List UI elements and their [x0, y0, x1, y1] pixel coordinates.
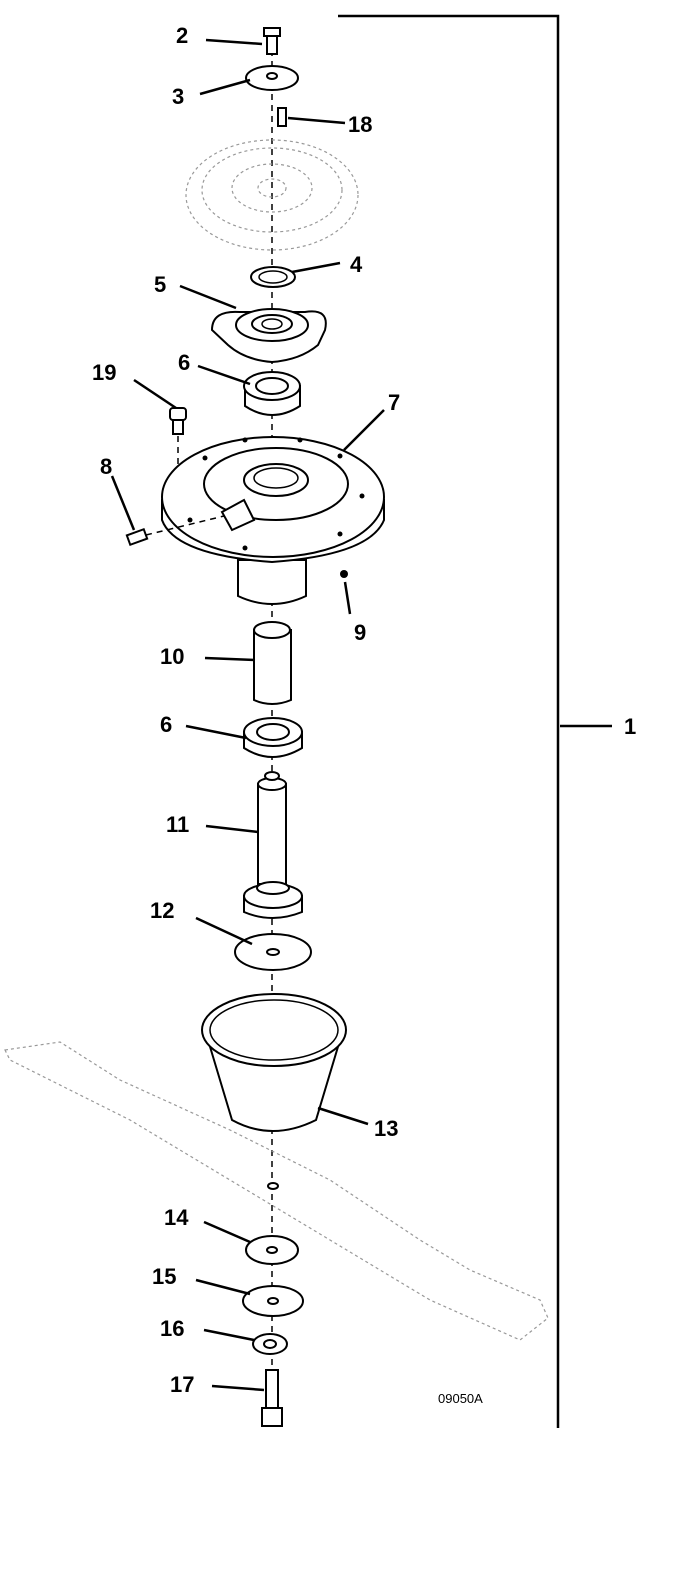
callout-6b: 6 — [160, 712, 172, 737]
part-spindle-shaft — [243, 771, 303, 919]
callout-18: 18 — [348, 112, 372, 137]
callout-6a: 6 — [178, 350, 190, 375]
callout-11: 11 — [166, 812, 189, 837]
callout-15: 15 — [152, 1264, 176, 1289]
part-relief-fitting — [340, 570, 348, 578]
leader-lines — [110, 38, 385, 1392]
callout-9: 9 — [354, 620, 366, 645]
pulley-outline — [185, 139, 359, 251]
part-bearing-housing — [210, 308, 327, 364]
part-key — [277, 107, 287, 127]
part-washer-16 — [252, 1333, 288, 1355]
part-bearing-lower — [243, 717, 303, 758]
callout-13: 13 — [374, 1116, 398, 1141]
part-cup — [201, 993, 347, 1132]
part-blade-bolt — [261, 1369, 283, 1427]
part-bearing-upper — [243, 371, 301, 416]
part-grease-fitting — [125, 515, 225, 547]
callout-10: 10 — [160, 644, 184, 669]
part-washer-14 — [245, 1235, 299, 1265]
callout-8: 8 — [100, 454, 112, 479]
callout-4: 4 — [350, 252, 363, 277]
callout-12: 12 — [150, 898, 174, 923]
part-spacer — [250, 266, 296, 288]
callout-16: 16 — [160, 1316, 184, 1341]
part-bolt — [263, 27, 281, 55]
callout-1: 1 — [624, 714, 636, 739]
part-spindle-housing — [161, 436, 385, 605]
callout-14: 14 — [164, 1205, 189, 1230]
callout-5: 5 — [154, 272, 166, 297]
part-shield — [234, 933, 312, 971]
part-washer-15 — [242, 1285, 304, 1317]
part-screw — [169, 407, 187, 435]
callout-19: 19 — [92, 360, 116, 385]
callout-17: 17 — [170, 1372, 194, 1397]
assembly-bracket — [338, 14, 560, 1428]
part-washer — [245, 65, 299, 91]
callout-7: 7 — [388, 390, 400, 415]
figure-code: 09050A — [438, 1391, 483, 1406]
callout-2: 2 — [176, 23, 188, 48]
part-sleeve — [253, 621, 292, 705]
callout-3: 3 — [172, 84, 184, 109]
